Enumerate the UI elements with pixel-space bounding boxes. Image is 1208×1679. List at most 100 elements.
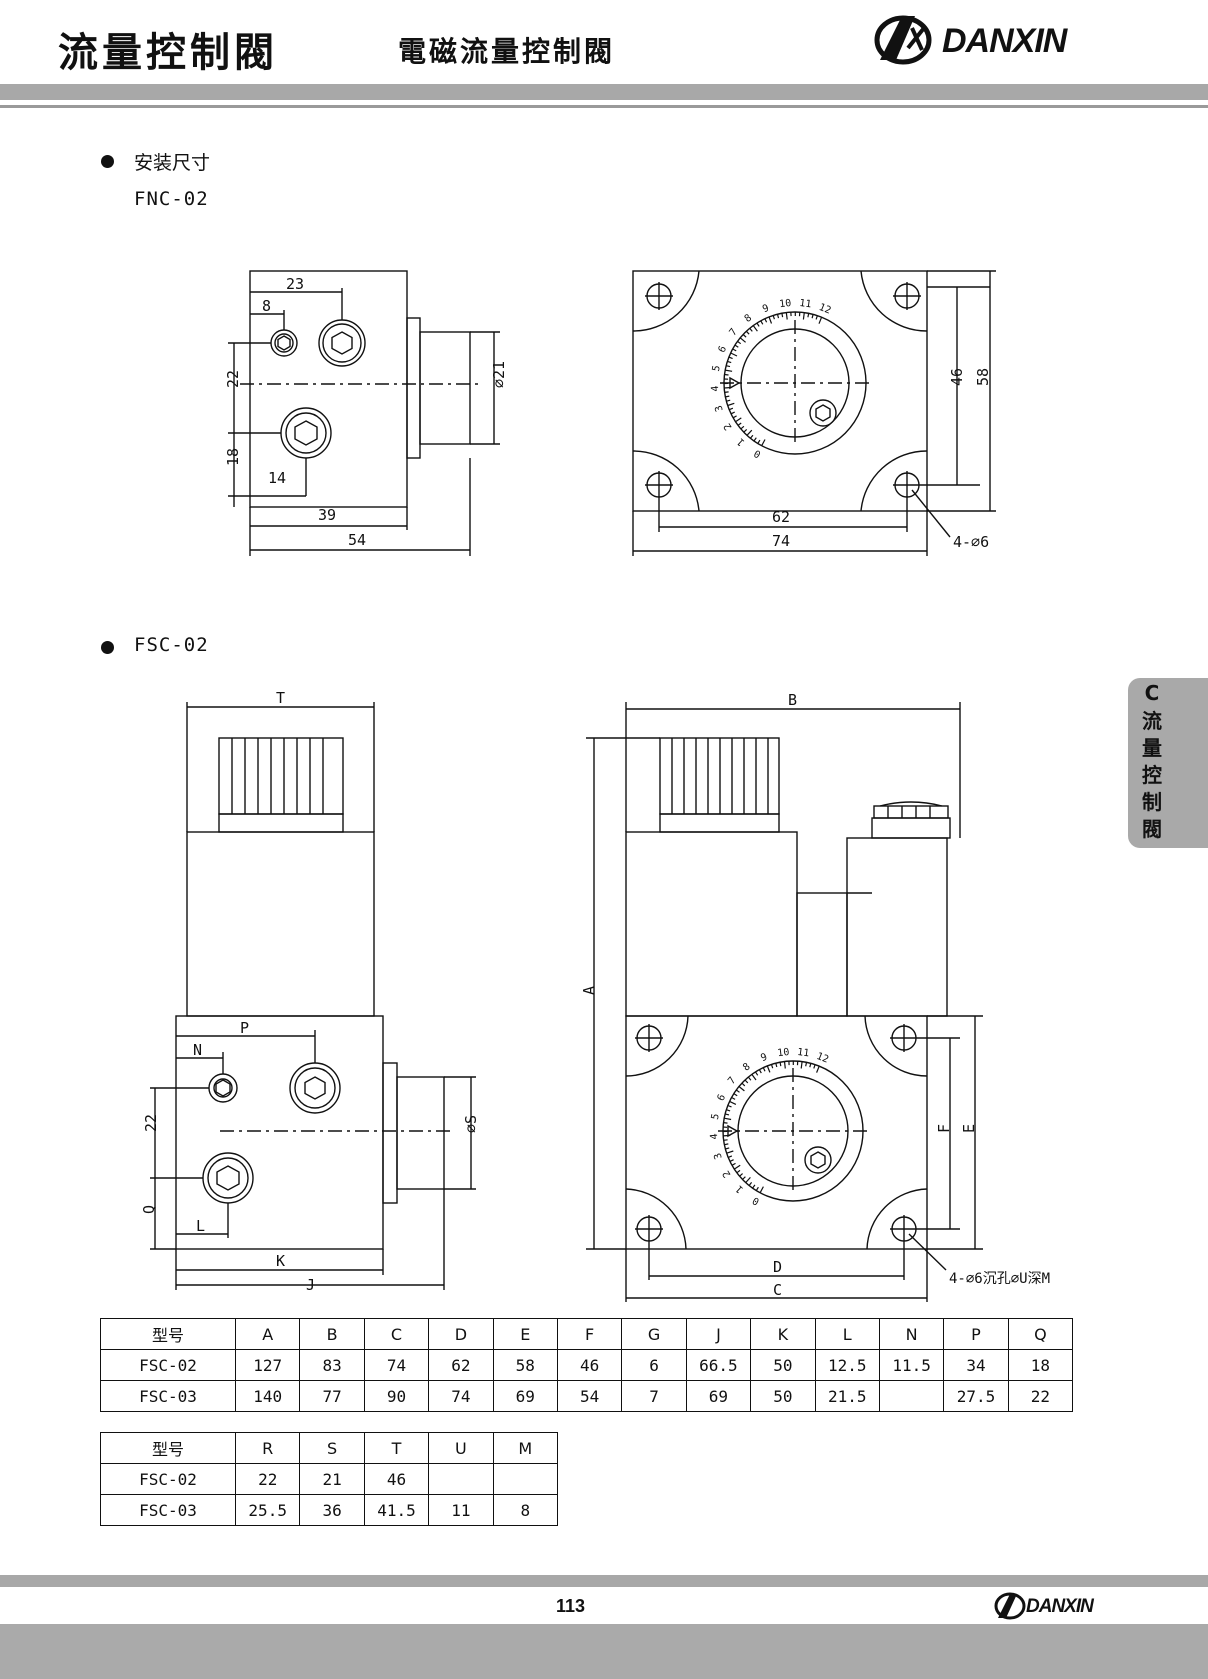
table-cell: 8 xyxy=(492,1494,558,1526)
table-header-cell: L xyxy=(814,1318,880,1350)
page-number: 113 xyxy=(556,1596,586,1616)
dim-label: 23 xyxy=(286,275,304,293)
table-header-cell: Q xyxy=(1007,1318,1074,1350)
table-cell: FSC-02 xyxy=(100,1463,236,1495)
footer-divider-bar xyxy=(0,1575,1208,1587)
table-cell: 74 xyxy=(428,1380,494,1412)
table-cell: 140 xyxy=(234,1380,301,1412)
header-divider-line xyxy=(0,105,1208,108)
table-cell xyxy=(492,1463,558,1495)
dim-label: 8 xyxy=(262,297,271,315)
table-cell: 50 xyxy=(750,1380,816,1412)
brand-name: DANXIN xyxy=(942,22,1067,60)
table-cell: FSC-03 xyxy=(100,1494,236,1526)
table-cell: 7 xyxy=(621,1380,687,1412)
dial-scale-label: 0 xyxy=(751,1194,761,1207)
table-cell: FSC-02 xyxy=(100,1349,236,1381)
table-header-cell: S xyxy=(299,1432,365,1464)
dim-label: T xyxy=(276,689,285,707)
fsc-front-view xyxy=(150,702,476,1290)
dial-scale-label: 9 xyxy=(761,303,771,315)
dial-scale-label: 0 xyxy=(752,447,762,460)
model-label-fsc: FSC-02 xyxy=(134,634,209,656)
dial-scale-label: 7 xyxy=(726,1075,738,1087)
table-header-cell: B xyxy=(299,1318,365,1350)
table-header-cell: R xyxy=(234,1432,301,1464)
chapter-tab-letter: C xyxy=(1144,681,1160,705)
section-title: 安装尺寸 xyxy=(134,152,211,174)
dim-label: 22 xyxy=(224,370,242,388)
dial-scale-label: 1 xyxy=(734,1183,746,1195)
table-header-cell: F xyxy=(556,1318,623,1350)
table-cell: 83 xyxy=(299,1349,365,1381)
table-header-cell: 型号 xyxy=(100,1432,236,1464)
table-cell: 54 xyxy=(556,1380,623,1412)
footer-brand: DANXIN xyxy=(1026,1596,1094,1617)
table-cell: 74 xyxy=(363,1349,430,1381)
footer-band xyxy=(0,1624,1208,1679)
dial-scale-label: 8 xyxy=(743,312,754,324)
dim-label: 4-⌀6沉孔⌀U深M xyxy=(949,1271,1050,1287)
dim-label: 54 xyxy=(348,531,366,549)
dim-label: C xyxy=(773,1281,782,1299)
dial-scale-label: 3 xyxy=(712,1151,724,1160)
dim-label: F xyxy=(935,1124,953,1133)
dim-label: K xyxy=(276,1252,285,1270)
dim-label: A xyxy=(580,986,598,995)
table-cell: 46 xyxy=(363,1463,430,1495)
table-header-cell: M xyxy=(492,1432,558,1464)
table-header-cell: D xyxy=(428,1318,494,1350)
table-cell: FSC-03 xyxy=(100,1380,236,1412)
dial-scale-label: 12 xyxy=(815,1051,830,1066)
dial-scale-label: 2 xyxy=(721,1168,734,1179)
dim-label: 74 xyxy=(772,532,790,550)
dim-label: 39 xyxy=(318,506,336,524)
dial-scale-label: 4 xyxy=(709,1133,720,1140)
dial-scale-label: 6 xyxy=(717,344,730,354)
table-header-cell: 型号 xyxy=(100,1318,236,1350)
dial-scale-label: 7 xyxy=(728,327,740,339)
dial-scale-label: 11 xyxy=(797,1047,810,1059)
dial-scale-label: 6 xyxy=(716,1093,729,1103)
dim-label: 14 xyxy=(268,469,286,487)
table-cell: 66.5 xyxy=(685,1349,752,1381)
dim-label: 46 xyxy=(948,368,966,386)
table-cell xyxy=(878,1380,945,1412)
dim-label: E xyxy=(960,1124,978,1133)
table-cell: 90 xyxy=(363,1380,430,1412)
dial-scale-label: 1 xyxy=(735,436,747,448)
table-cell: 41.5 xyxy=(363,1494,430,1526)
table-header-cell: G xyxy=(621,1318,687,1350)
dim-label: 22 xyxy=(142,1114,160,1132)
dim-label: B xyxy=(788,691,797,709)
table-cell: 21 xyxy=(299,1463,365,1495)
fnc-front-view xyxy=(228,270,500,556)
dim-label: 4-⌀6 xyxy=(953,533,989,551)
fnc-top-view xyxy=(632,270,996,556)
table-cell: 21.5 xyxy=(814,1380,880,1412)
dial-scale-label: 5 xyxy=(711,365,723,373)
table-cell xyxy=(428,1463,494,1495)
bullet-icon xyxy=(101,155,114,168)
table-header-cell: K xyxy=(750,1318,816,1350)
dim-label: J xyxy=(306,1276,315,1294)
dim-label: N xyxy=(193,1041,202,1059)
dial-scale-label: 3 xyxy=(713,404,725,413)
dial-scale-label: 10 xyxy=(777,1047,790,1059)
table-cell: 25.5 xyxy=(234,1494,301,1526)
table-header-cell: A xyxy=(234,1318,301,1350)
dial-scale-label: 2 xyxy=(722,421,735,432)
table-cell: 58 xyxy=(492,1349,558,1381)
table-cell: 62 xyxy=(428,1349,494,1381)
table-header-cell: J xyxy=(685,1318,752,1350)
table-cell: 6 xyxy=(621,1349,687,1381)
chapter-tab[interactable] xyxy=(1128,678,1208,848)
table-cell: 18 xyxy=(1007,1349,1074,1381)
